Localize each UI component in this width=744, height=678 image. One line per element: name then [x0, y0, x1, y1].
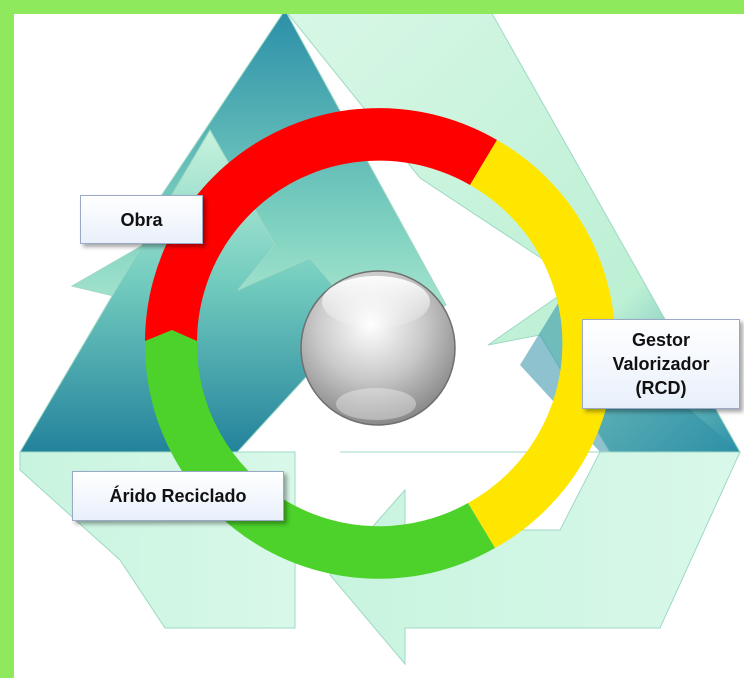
label-gestor-line2: Valorizador	[612, 354, 710, 374]
cycle-segment-gestor	[468, 140, 616, 548]
label-arido-reciclado: Árido Reciclado	[72, 471, 284, 521]
label-gestor-line3: (RCD)	[635, 378, 687, 398]
cycle-segment-obra	[145, 108, 497, 341]
center-sphere-reflection	[336, 388, 416, 420]
label-gestor-line1: Gestor	[631, 330, 691, 350]
diagram-canvas: Obra Gestor Valorizador (RCD) Árido Reci…	[14, 14, 744, 678]
label-obra-text: Obra	[120, 209, 163, 230]
label-obra: Obra	[80, 195, 203, 244]
center-sphere-shine	[322, 276, 430, 328]
label-arido-text: Árido Reciclado	[109, 486, 247, 506]
label-gestor-valorizador: Gestor Valorizador (RCD)	[582, 319, 740, 409]
recycling-cycle-diagram	[19, 14, 741, 666]
recycle-arrow-bottom	[329, 451, 741, 666]
